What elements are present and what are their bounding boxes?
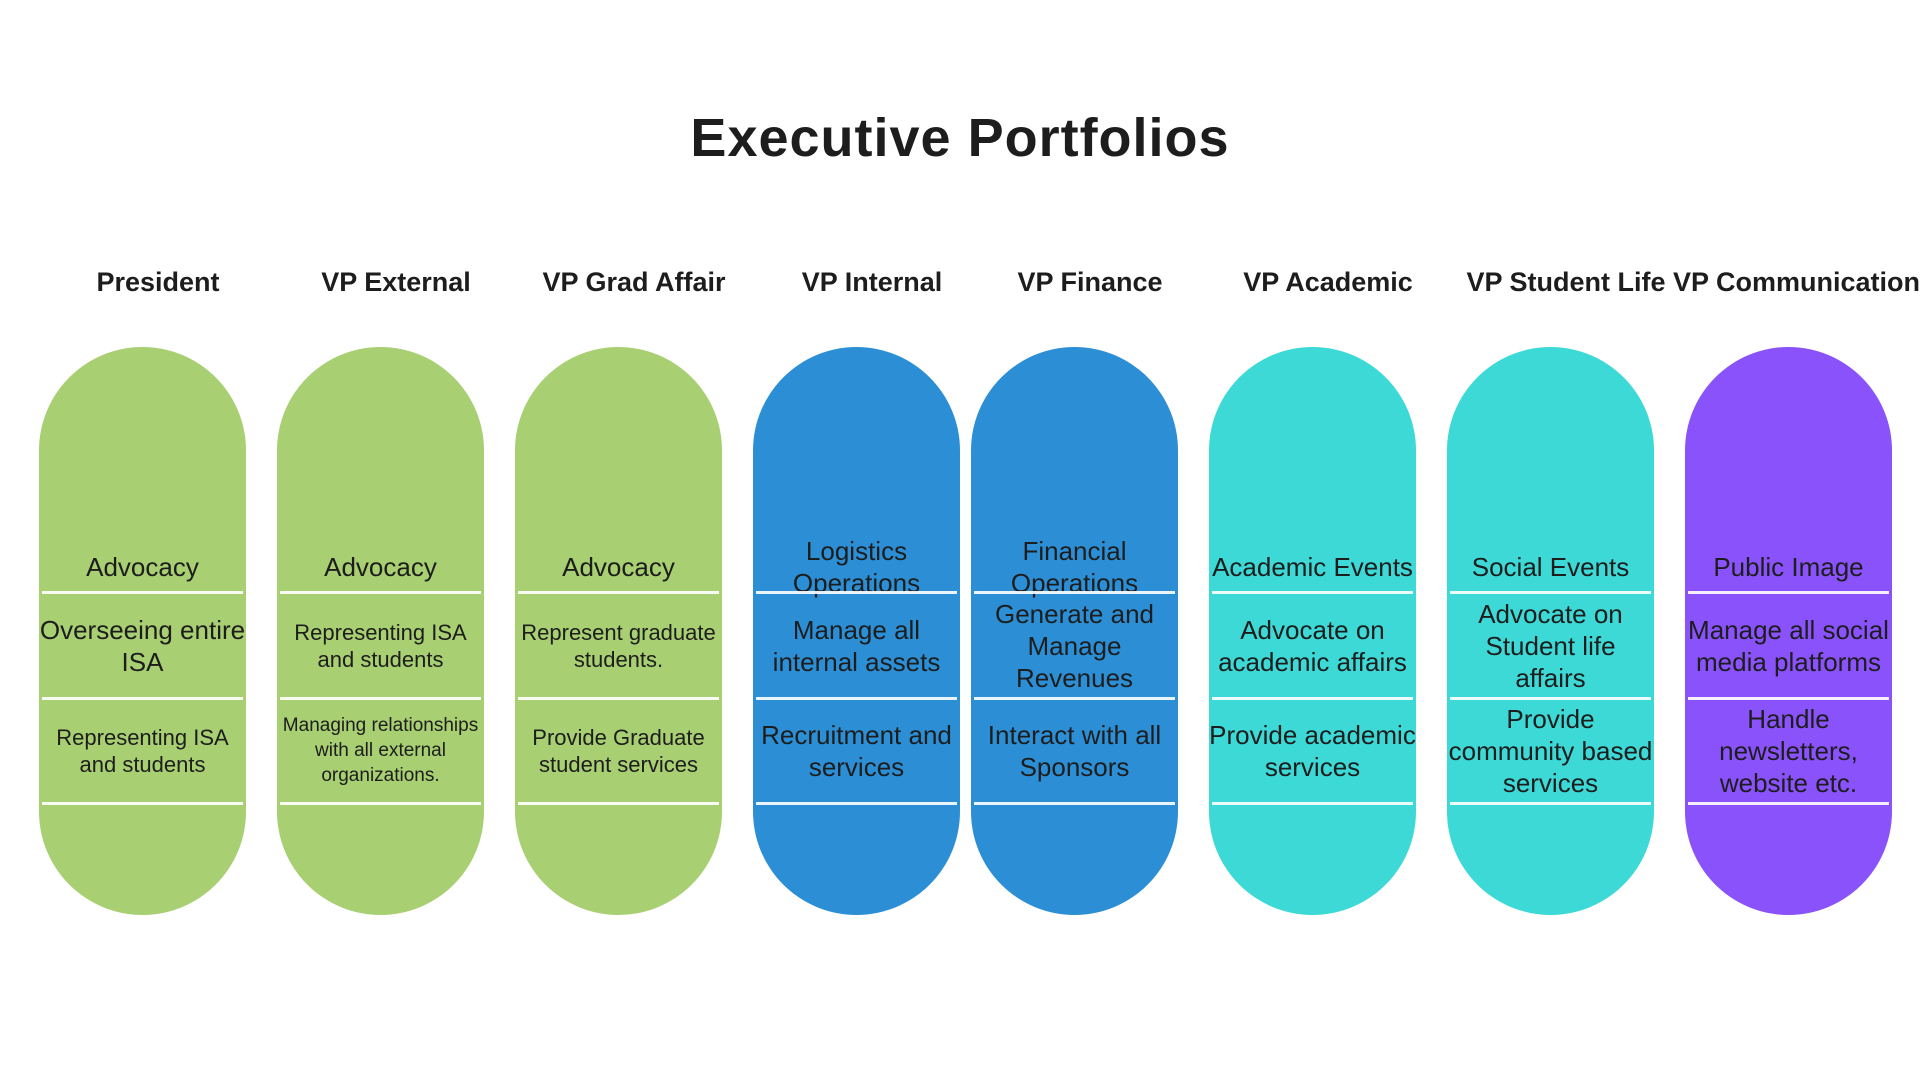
duty-1: Academic Events	[1212, 552, 1413, 582]
divider	[974, 697, 1175, 700]
role-label: VP Communications	[1672, 266, 1920, 297]
duty-1: Advocacy	[562, 552, 675, 582]
role-label: President	[96, 266, 220, 297]
divider	[1212, 697, 1413, 700]
portfolio-pill: Advocacy Representing ISA and students M…	[277, 347, 484, 915]
divider	[1688, 802, 1889, 805]
divider	[280, 591, 481, 594]
duty-3: Provide community based services	[1448, 703, 1653, 798]
portfolio-pill: Social Events Advocate on Student life a…	[1447, 347, 1654, 915]
duty-2: Advocate on Student life affairs	[1478, 598, 1623, 693]
role-label: VP External	[321, 266, 471, 297]
divider	[1212, 591, 1413, 594]
duty-2: Generate and Manage Revenues	[994, 598, 1154, 693]
portfolio-pill: Academic Events Advocate on academic aff…	[1209, 347, 1416, 915]
portfolio-pill: Advocacy Represent graduate students. Pr…	[515, 347, 722, 915]
divider	[518, 591, 719, 594]
duty-1: Social Events	[1471, 552, 1630, 582]
divider	[42, 802, 243, 805]
divider	[756, 802, 957, 805]
divider	[1450, 802, 1651, 805]
duty-3: Provide academic services	[1209, 719, 1416, 782]
role-label: VP Finance	[1017, 266, 1163, 297]
divider	[42, 697, 243, 700]
page-title: Executive Portfolios	[690, 108, 1230, 168]
divider	[280, 697, 481, 700]
divider	[280, 802, 481, 805]
duty-2: Manage all social media platforms	[1688, 614, 1889, 677]
duty-3: Interact with all Sponsors	[987, 719, 1162, 782]
divider	[1688, 591, 1889, 594]
role-label: VP Grad Affair	[542, 266, 726, 297]
divider	[1450, 591, 1651, 594]
duty-1: Advocacy	[324, 552, 437, 582]
duty-2: Manage all internal assets	[772, 614, 941, 677]
divider	[518, 802, 719, 805]
role-label: VP Student Life	[1466, 266, 1666, 297]
portfolio-pill: Logistics Operations Manage all internal…	[753, 347, 960, 915]
divider	[1212, 802, 1413, 805]
portfolio-pill: Public Image Manage all social media pla…	[1685, 347, 1892, 915]
duty-2: Overseeing entire ISA	[39, 614, 246, 677]
role-label: VP Internal	[801, 266, 943, 297]
duty-2: Advocate on academic affairs	[1218, 614, 1407, 677]
duty-3: Managing relationships with all external…	[282, 715, 479, 786]
duty-1: Advocacy	[86, 552, 199, 582]
divider	[974, 802, 1175, 805]
divider	[1688, 697, 1889, 700]
divider	[518, 697, 719, 700]
portfolio-pill: Advocacy Overseeing entire ISA Represent…	[39, 347, 246, 915]
duty-1: Public Image	[1713, 552, 1864, 582]
duty-2: Representing ISA and students	[294, 619, 467, 672]
duty-2: Represent graduate students.	[521, 619, 716, 672]
portfolio-pill: Financial Operations Generate and Manage…	[971, 347, 1178, 915]
role-label: VP Academic	[1243, 266, 1413, 297]
duty-3: Provide Graduate student services	[532, 724, 705, 777]
divider	[1450, 697, 1651, 700]
duty-3: Recruitment and services	[761, 719, 952, 782]
divider	[756, 591, 957, 594]
duty-1: Financial Operations	[1010, 536, 1139, 598]
divider	[756, 697, 957, 700]
duty-3: Handle newsletters, website etc.	[1719, 703, 1858, 798]
divider	[42, 591, 243, 594]
divider	[974, 591, 1175, 594]
duty-3: Representing ISA and students	[56, 724, 229, 777]
